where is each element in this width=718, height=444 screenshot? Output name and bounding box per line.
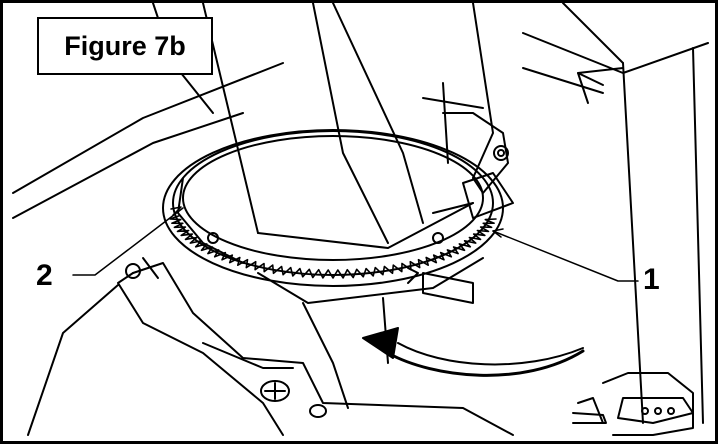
gear-ring bbox=[162, 129, 504, 287]
small-arrow-icon bbox=[577, 67, 624, 104]
chute bbox=[202, 3, 494, 249]
line-drawing bbox=[12, 3, 709, 436]
crank bbox=[572, 372, 694, 436]
mount-plate bbox=[257, 257, 484, 409]
figure-caption: Figure 7b bbox=[37, 17, 213, 75]
callout-leader-line bbox=[72, 206, 639, 282]
pawl-bracket bbox=[432, 112, 514, 219]
callout-label-2: 2 bbox=[36, 259, 53, 292]
lever-arm bbox=[27, 257, 514, 436]
callout-label-1: 1 bbox=[643, 263, 660, 296]
gear-teeth bbox=[169, 215, 497, 279]
rotation-arrow-icon bbox=[362, 327, 585, 377]
